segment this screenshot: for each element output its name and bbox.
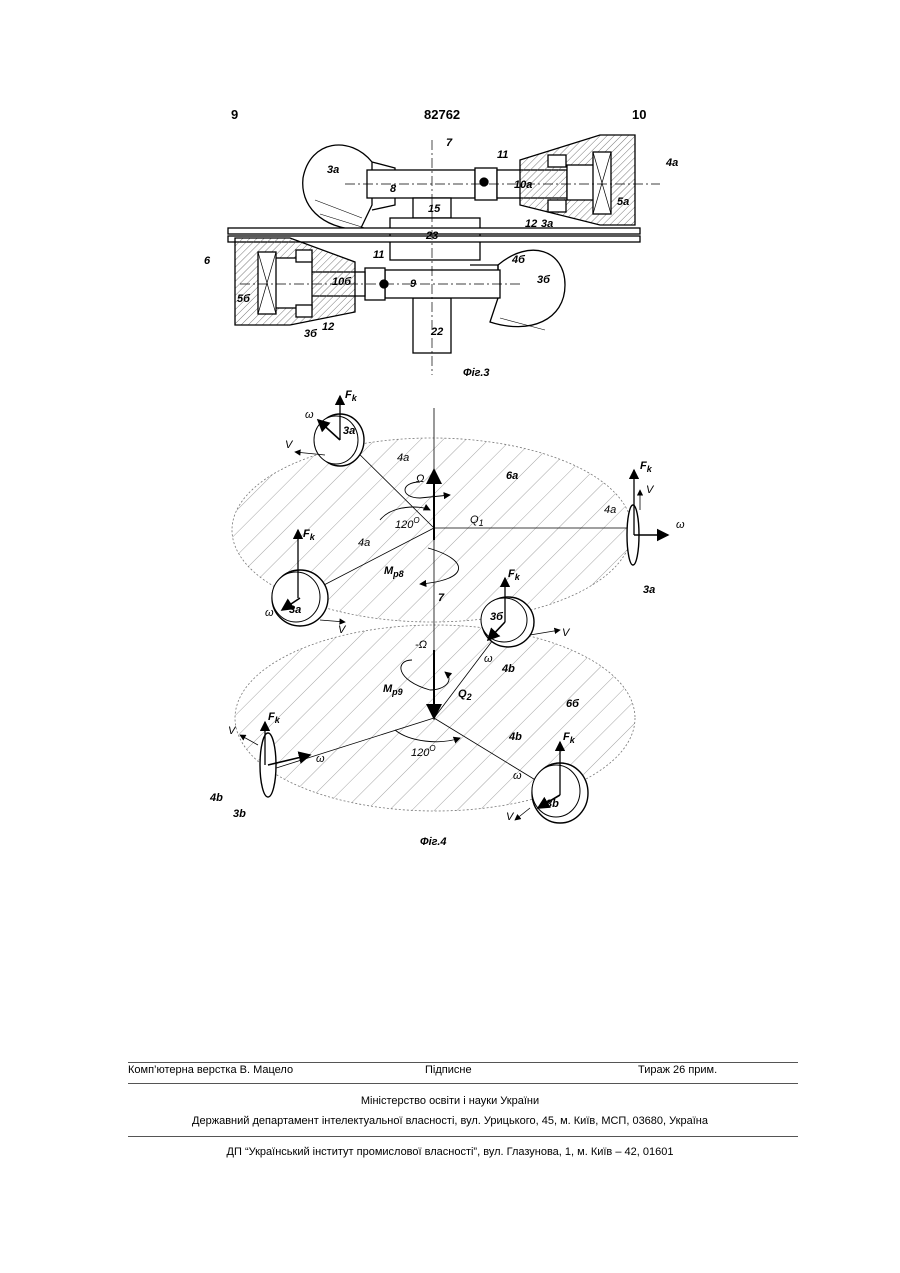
fig4-fk-1: Fk <box>345 389 358 403</box>
fig4-v-6: V <box>506 811 515 823</box>
fig4-label-3a-3: 3а <box>289 604 301 616</box>
fig4-label-3b-1: 3б <box>490 611 504 623</box>
fig4-label-3b-3: 3b <box>546 798 559 810</box>
fig4-omega-4: ω <box>484 653 493 665</box>
fig4-label-4a-1: 4а <box>397 452 409 464</box>
fig4-omega-3: ω <box>265 607 274 619</box>
footer-ministry: Міністерство освіти і науки України <box>0 1095 900 1107</box>
footer-department: Державний департамент інтелектуальної вл… <box>0 1115 900 1127</box>
fig4-label-3a-1: 3а <box>343 425 355 437</box>
fig4-v-5: V <box>228 725 237 737</box>
fig4-v-3: V <box>338 624 347 636</box>
fig4-label-4a-2: 4а <box>604 504 616 516</box>
fig4-label-4b-3: 4b <box>508 731 522 743</box>
fig4-label-3b-2: 3b <box>233 808 246 820</box>
footer-circulation: Тираж 26 прим. <box>638 1064 717 1076</box>
fig4-v-2: V <box>646 484 655 496</box>
footer-layout-credit: Комп’ютерна верстка В. Мацело <box>128 1064 293 1076</box>
fig4-fk-2: Fk <box>640 460 653 474</box>
fig4-disc-6a: 6а <box>506 470 518 482</box>
fig4-omega-1: ω <box>305 409 314 421</box>
footer-institute: ДП “Український інститут промислової вла… <box>0 1146 900 1158</box>
footer-rule-bottom <box>128 1136 798 1137</box>
fig4-label-4b-2: 4b <box>209 792 223 804</box>
fig4-omega-6: ω <box>513 770 522 782</box>
figure-4-drawing: Fk ω V 3а 4а Ω 6а Fk V 4а ω 3а 120O Q1 F… <box>0 0 900 860</box>
fig4-disc-6b: 6б <box>566 698 580 710</box>
fig4-label-4b-1: 4b <box>501 663 515 675</box>
fig4-omega-2: ω <box>676 519 685 531</box>
footer-rule-middle <box>128 1083 798 1084</box>
fig4-omega-5: ω <box>316 753 325 765</box>
footer-rule-top <box>128 1062 798 1063</box>
footer-signed: Підписне <box>425 1064 472 1076</box>
fig4-v-4: V <box>562 627 571 639</box>
fig4-v-1: V <box>285 439 294 451</box>
fig4-label-3a-2: 3а <box>643 584 655 596</box>
fig4-caption: Фіг.4 <box>420 836 447 848</box>
fig4-label-4a-3: 4а <box>358 537 370 549</box>
fig4-label-7: 7 <box>438 592 445 604</box>
fig4-Omega: Ω <box>416 473 424 485</box>
fig4-minus-Omega: -Ω <box>415 639 427 651</box>
